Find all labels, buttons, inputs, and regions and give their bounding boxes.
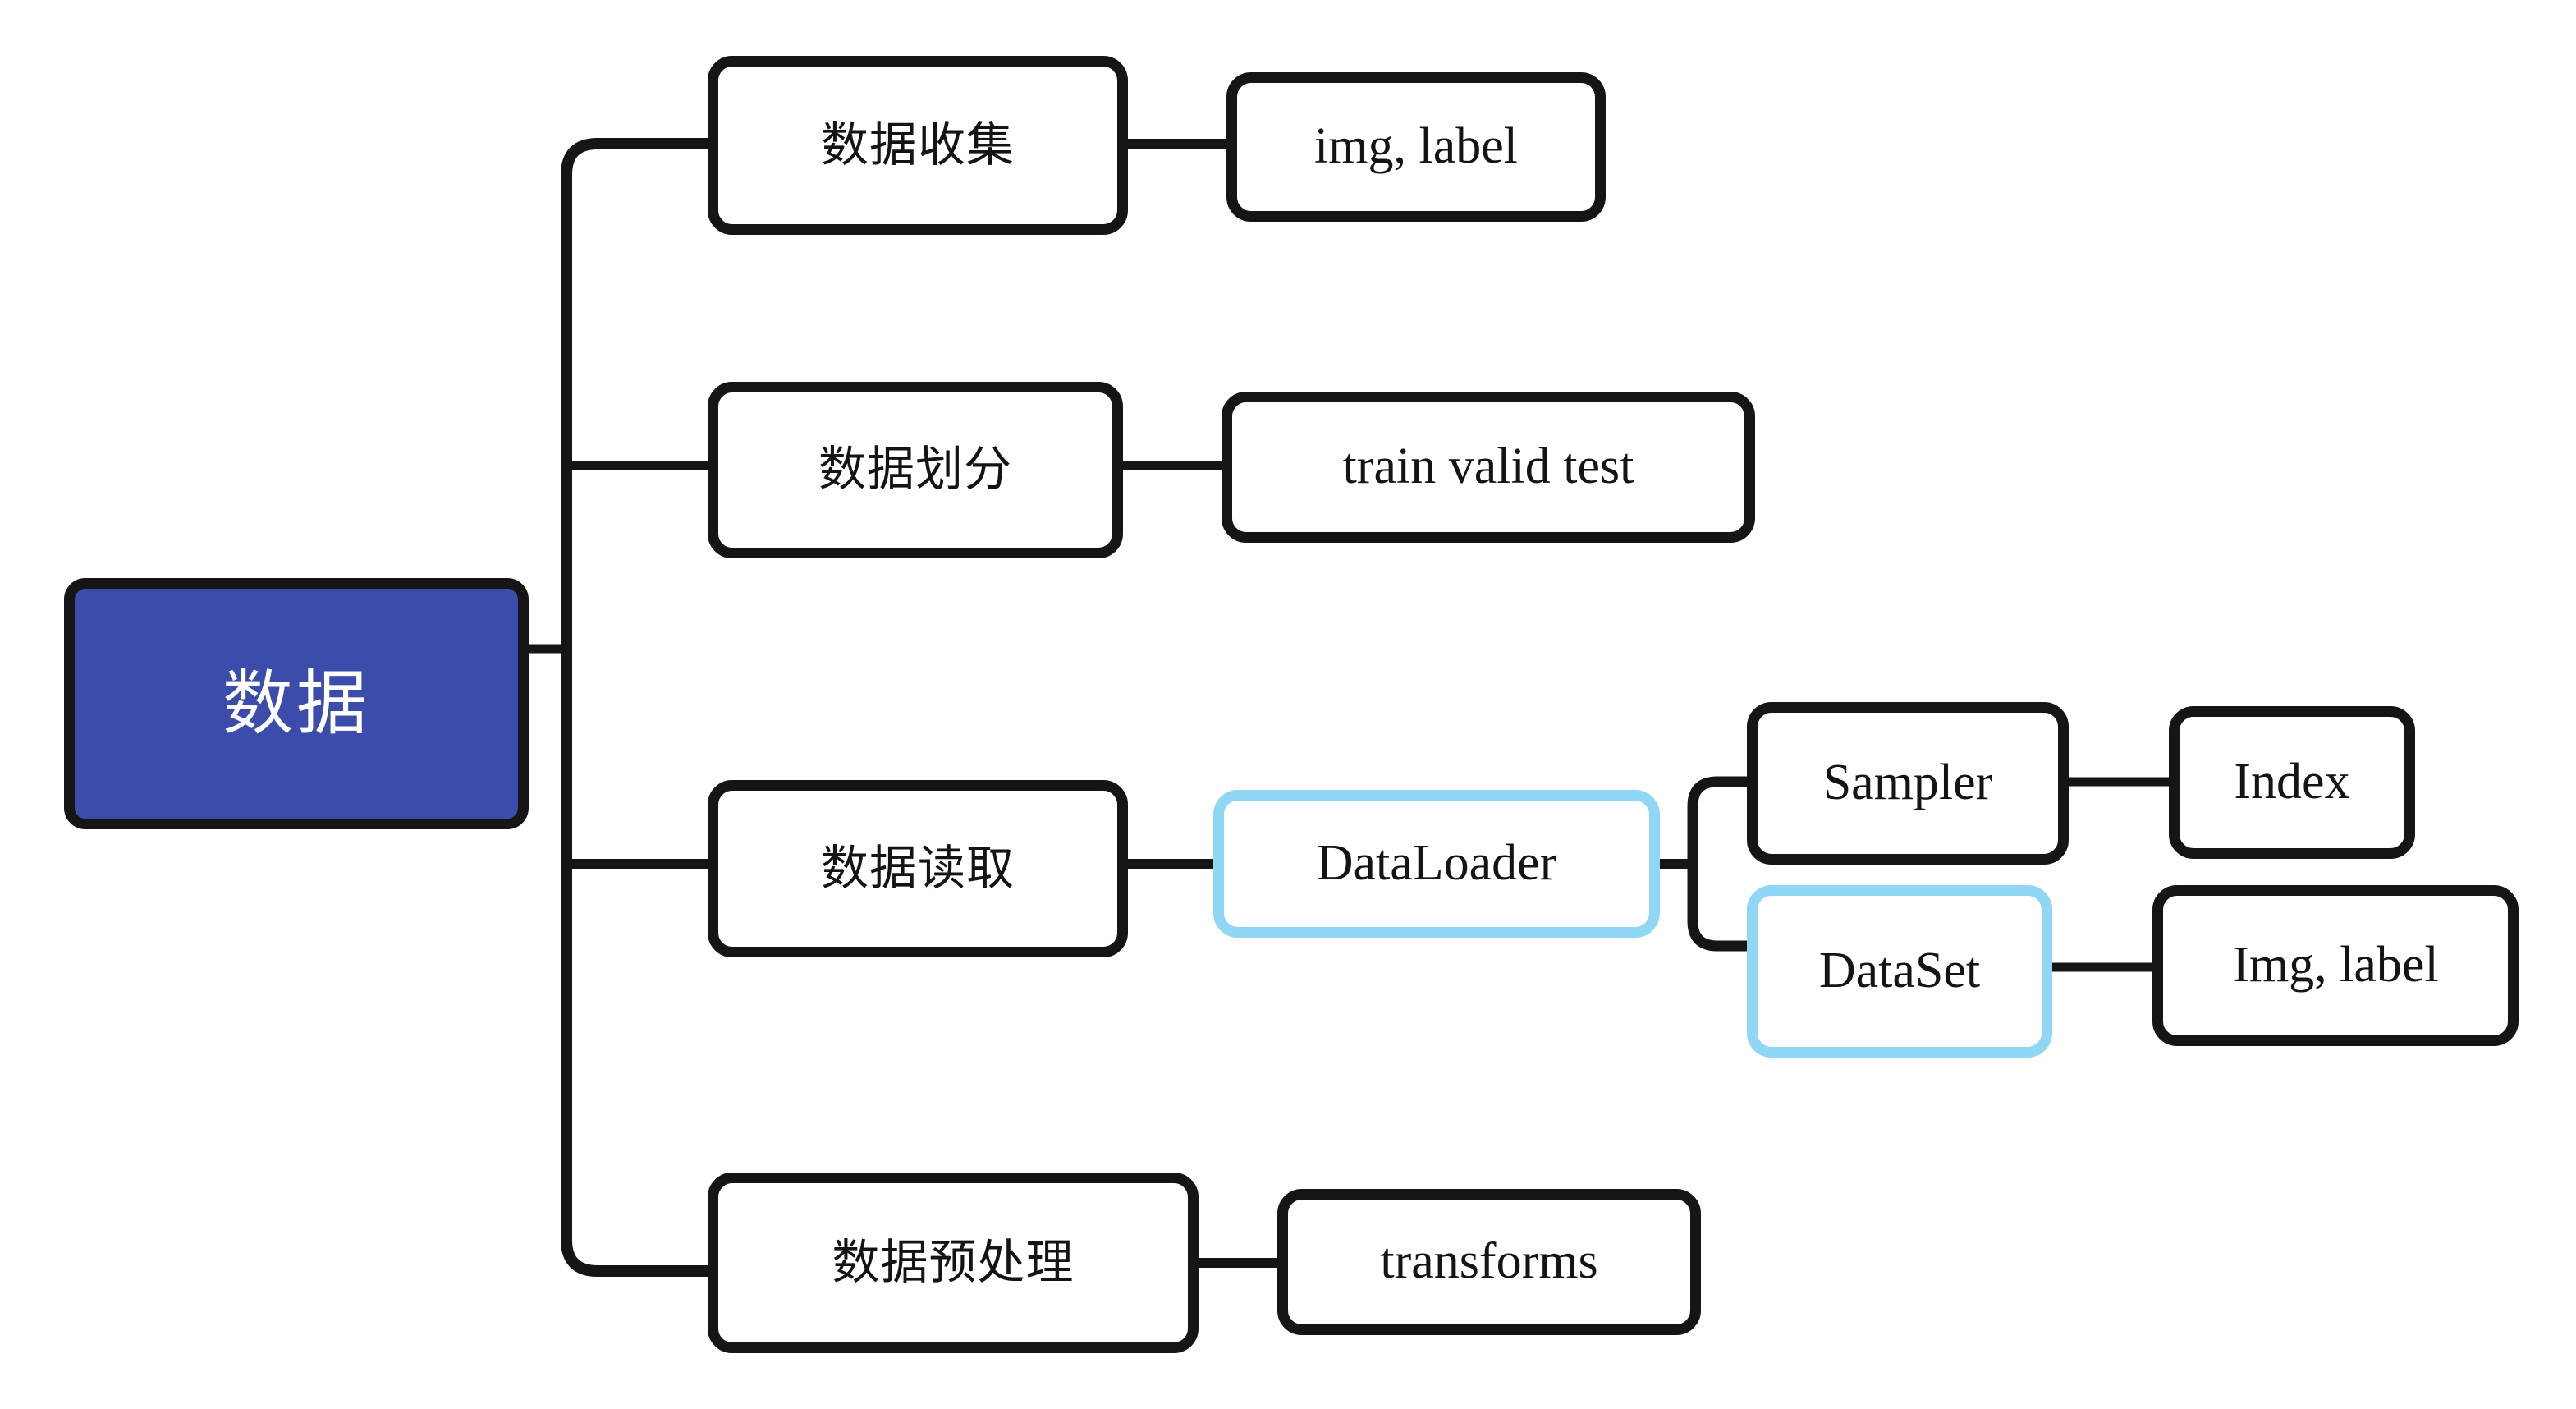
edge-dataloader-fanout bbox=[1687, 776, 1750, 952]
node-transforms[interactable]: transforms bbox=[1277, 1189, 1701, 1335]
node-img-label-text: img, label bbox=[1314, 118, 1518, 175]
edge-trunk bbox=[561, 138, 708, 1277]
node-dataloader-label: DataLoader bbox=[1316, 835, 1557, 892]
node-dataset[interactable]: DataSet bbox=[1747, 885, 2052, 1058]
node-dataloader[interactable]: DataLoader bbox=[1213, 790, 1660, 938]
node-img-label-capital-text: Img, label bbox=[2232, 937, 2439, 994]
node-branch-data-reading-label: 数据读取 bbox=[820, 841, 1015, 895]
node-root[interactable]: 数据 bbox=[64, 578, 529, 829]
node-dataset-label: DataSet bbox=[1818, 943, 1981, 999]
node-train-valid-test-label: train valid test bbox=[1342, 438, 1634, 495]
node-branch-data-collection[interactable]: 数据收集 bbox=[708, 56, 1128, 235]
node-branch-data-split-label: 数据划分 bbox=[818, 443, 1012, 497]
node-img-label[interactable]: img, label bbox=[1226, 72, 1606, 222]
node-index[interactable]: Index bbox=[2169, 706, 2415, 859]
node-branch-data-split[interactable]: 数据划分 bbox=[708, 382, 1123, 558]
node-sampler[interactable]: Sampler bbox=[1747, 702, 2069, 865]
node-sampler-label: Sampler bbox=[1822, 755, 1993, 811]
node-root-label: 数据 bbox=[222, 663, 370, 743]
node-train-valid-test[interactable]: train valid test bbox=[1222, 392, 1755, 543]
node-transforms-label: transforms bbox=[1380, 1233, 1598, 1290]
node-img-label-capital[interactable]: Img, label bbox=[2152, 885, 2519, 1046]
node-branch-data-preprocessing-label: 数据预处理 bbox=[832, 1235, 1075, 1289]
node-branch-data-reading[interactable]: 数据读取 bbox=[708, 780, 1128, 957]
node-index-label: Index bbox=[2234, 754, 2350, 810]
node-branch-data-preprocessing[interactable]: 数据预处理 bbox=[708, 1173, 1199, 1353]
node-branch-data-collection-label: 数据收集 bbox=[820, 117, 1015, 172]
